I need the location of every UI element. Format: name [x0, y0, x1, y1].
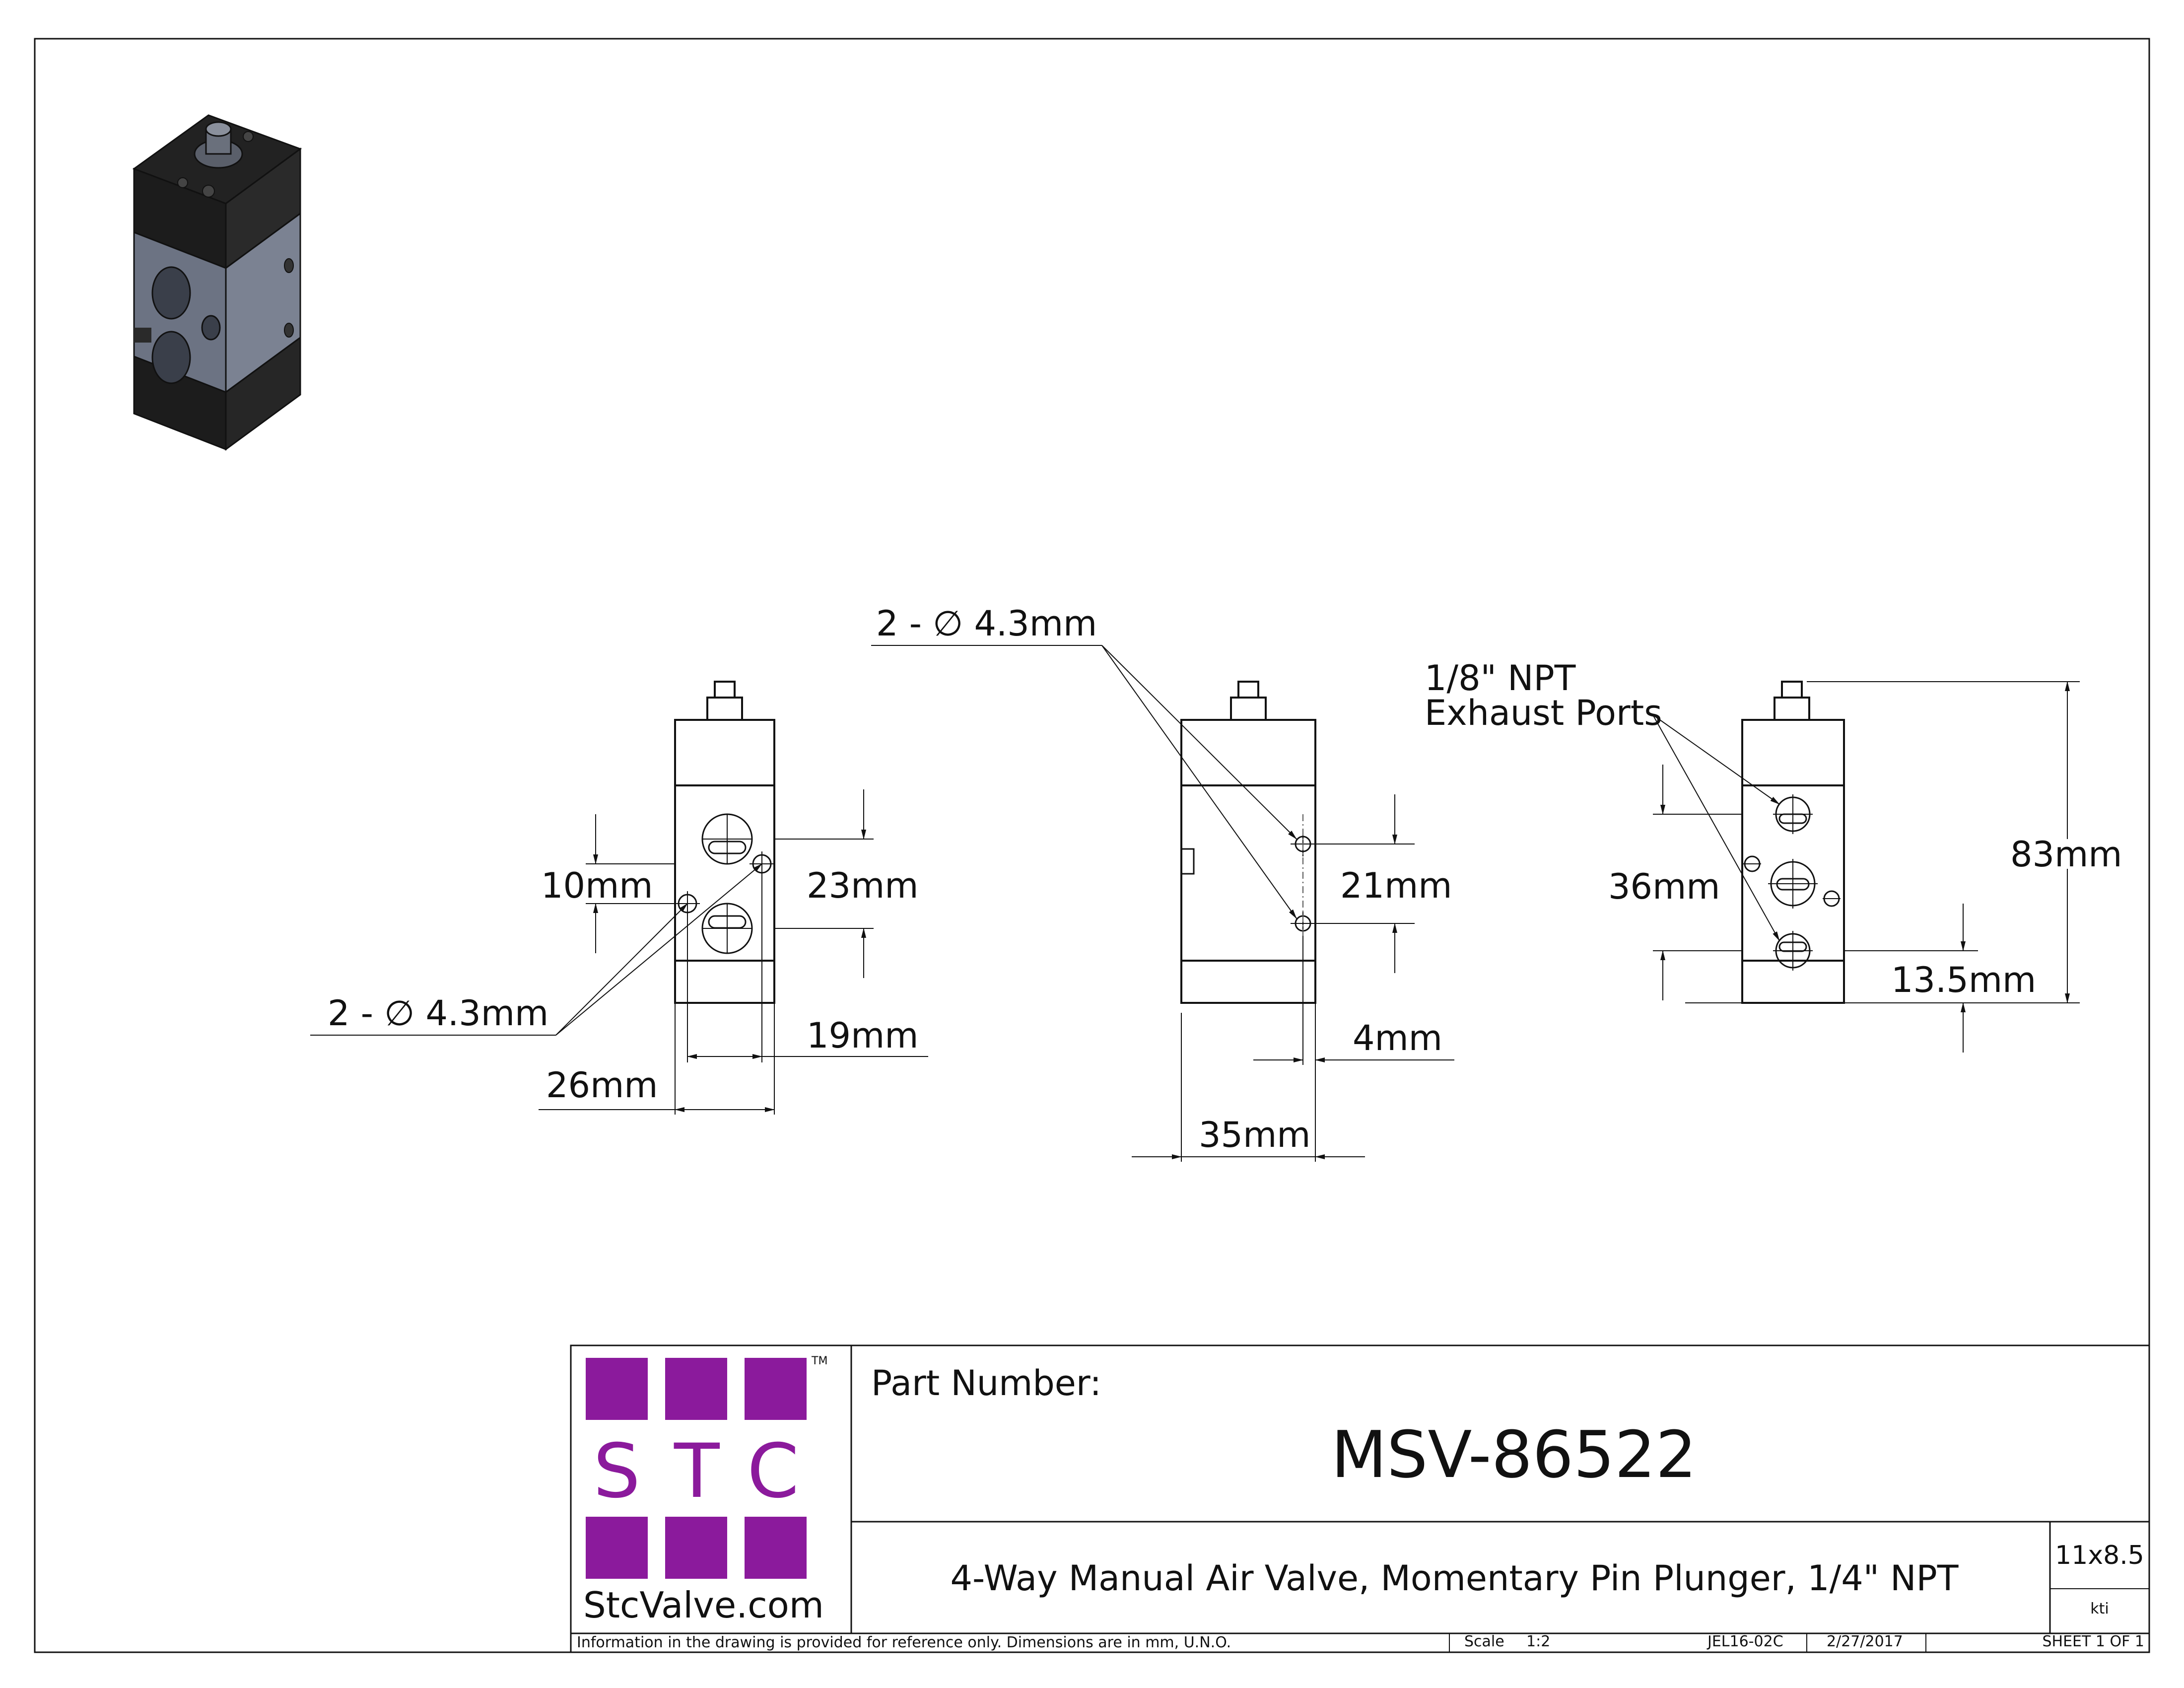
- logo-trademark: TM: [811, 1355, 827, 1367]
- dim-19mm: 19mm: [807, 1015, 918, 1056]
- logo-square: [745, 1358, 807, 1420]
- port-note-line1: 1/8" NPT: [1425, 658, 1576, 699]
- port-note-line2: Exhaust Ports: [1425, 693, 1662, 733]
- part-description: 4-Way Manual Air Valve, Momentary Pin Pl…: [950, 1558, 1958, 1599]
- drawing-number: JEL16-02C: [1706, 1633, 1783, 1650]
- dim-13-5mm: 13.5mm: [1891, 960, 2036, 1000]
- reference-note: Information in the drawing is provided f…: [577, 1634, 1231, 1651]
- dim-35mm: 35mm: [1199, 1115, 1310, 1155]
- logo-square: [586, 1517, 648, 1579]
- dim-83mm: 83mm: [2010, 834, 2122, 875]
- logo-square: [586, 1358, 648, 1420]
- title-block: S T C TM StcValve.com Part Number: MSV-8…: [570, 1344, 2150, 1653]
- dim-36mm: 36mm: [1608, 866, 1720, 907]
- logo-square: [745, 1517, 807, 1579]
- logo-letter-s: S: [593, 1428, 640, 1515]
- middle-hole-note: 2 - ∅ 4.3mm: [876, 603, 1097, 644]
- right-view: 36mm 83mm 13.5mm 1/8" NPT Exhaust Ports: [1425, 658, 2122, 1053]
- dim-23mm: 23mm: [807, 865, 918, 906]
- dim-4mm: 4mm: [1353, 1018, 1442, 1058]
- part-number: MSV-86522: [1331, 1417, 1697, 1492]
- logo-url: StcValve.com: [583, 1584, 824, 1626]
- paper-size: 11x8.5: [2055, 1541, 2144, 1570]
- sheet-number: SHEET 1 OF 1: [2043, 1633, 2145, 1650]
- logo-square: [665, 1358, 727, 1420]
- dim-10mm: 10mm: [541, 865, 653, 906]
- dim-26mm: 26mm: [546, 1065, 658, 1106]
- dim-21mm: 21mm: [1340, 865, 1452, 906]
- drawn-by: kti: [2090, 1600, 2109, 1618]
- scale-label: Scale: [1464, 1633, 1504, 1650]
- logo-letter-t: T: [674, 1428, 720, 1515]
- sheet-border: [34, 38, 2150, 1653]
- part-number-label: Part Number:: [871, 1363, 1101, 1404]
- logo-letter-c: C: [747, 1428, 799, 1515]
- isometric-view: [132, 114, 302, 451]
- left-hole-note: 2 - ∅ 4.3mm: [328, 993, 548, 1034]
- left-view: 10mm 23mm 19mm 26mm 2 - ∅ 4.3mm: [310, 681, 928, 1115]
- middle-view: 21mm 4mm 35mm 2 - ∅ 4.3mm: [871, 603, 1454, 1162]
- drawing-date: 2/27/2017: [1827, 1633, 1903, 1650]
- scale-value: 1:2: [1526, 1633, 1550, 1650]
- logo-square: [665, 1517, 727, 1579]
